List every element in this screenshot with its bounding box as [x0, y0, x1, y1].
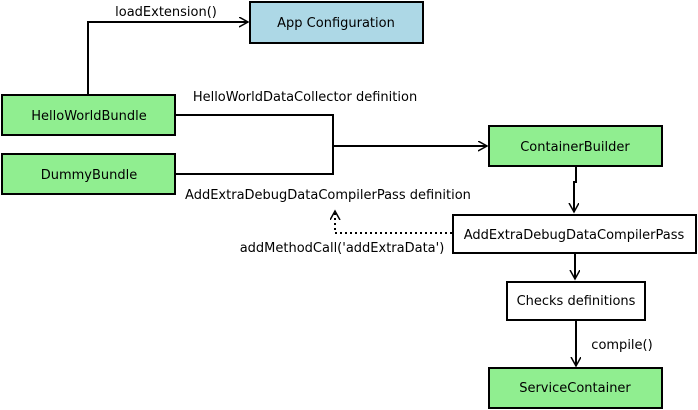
- node-dummy-bundle-label: DummyBundle: [41, 168, 138, 183]
- label-compile: compile(): [591, 338, 652, 353]
- node-service-container-label: ServiceContainer: [519, 381, 631, 396]
- node-app-configuration-label: App Configuration: [277, 16, 395, 31]
- label-add-method-call: addMethodCall('addExtraData'): [240, 241, 445, 256]
- node-container-builder: ContainerBuilder: [488, 125, 663, 167]
- edge-hello-to-merge: [175, 114, 334, 175]
- edge-add-method-call: [335, 211, 452, 234]
- node-container-builder-label: ContainerBuilder: [520, 140, 630, 155]
- edge-builder-to-pass: [574, 167, 576, 212]
- edge-load-extension: [87, 22, 248, 94]
- node-compiler-pass-label: AddExtraDebugDataCompilerPass: [464, 228, 685, 243]
- label-compiler-pass-definition: AddExtraDebugDataCompilerPass definition: [185, 188, 471, 203]
- node-checks-definitions: Checks definitions: [506, 281, 646, 321]
- node-hello-world-bundle-label: HelloWorldBundle: [31, 109, 146, 124]
- node-compiler-pass: AddExtraDebugDataCompilerPass: [452, 214, 697, 254]
- node-checks-definitions-label: Checks definitions: [517, 294, 636, 309]
- label-collector-definition: HelloWorldDataCollector definition: [193, 90, 417, 105]
- node-app-configuration: App Configuration: [249, 1, 424, 44]
- node-service-container: ServiceContainer: [488, 367, 663, 409]
- label-load-extension: loadExtension(): [115, 5, 217, 20]
- node-hello-world-bundle: HelloWorldBundle: [1, 94, 176, 136]
- node-dummy-bundle: DummyBundle: [1, 153, 176, 195]
